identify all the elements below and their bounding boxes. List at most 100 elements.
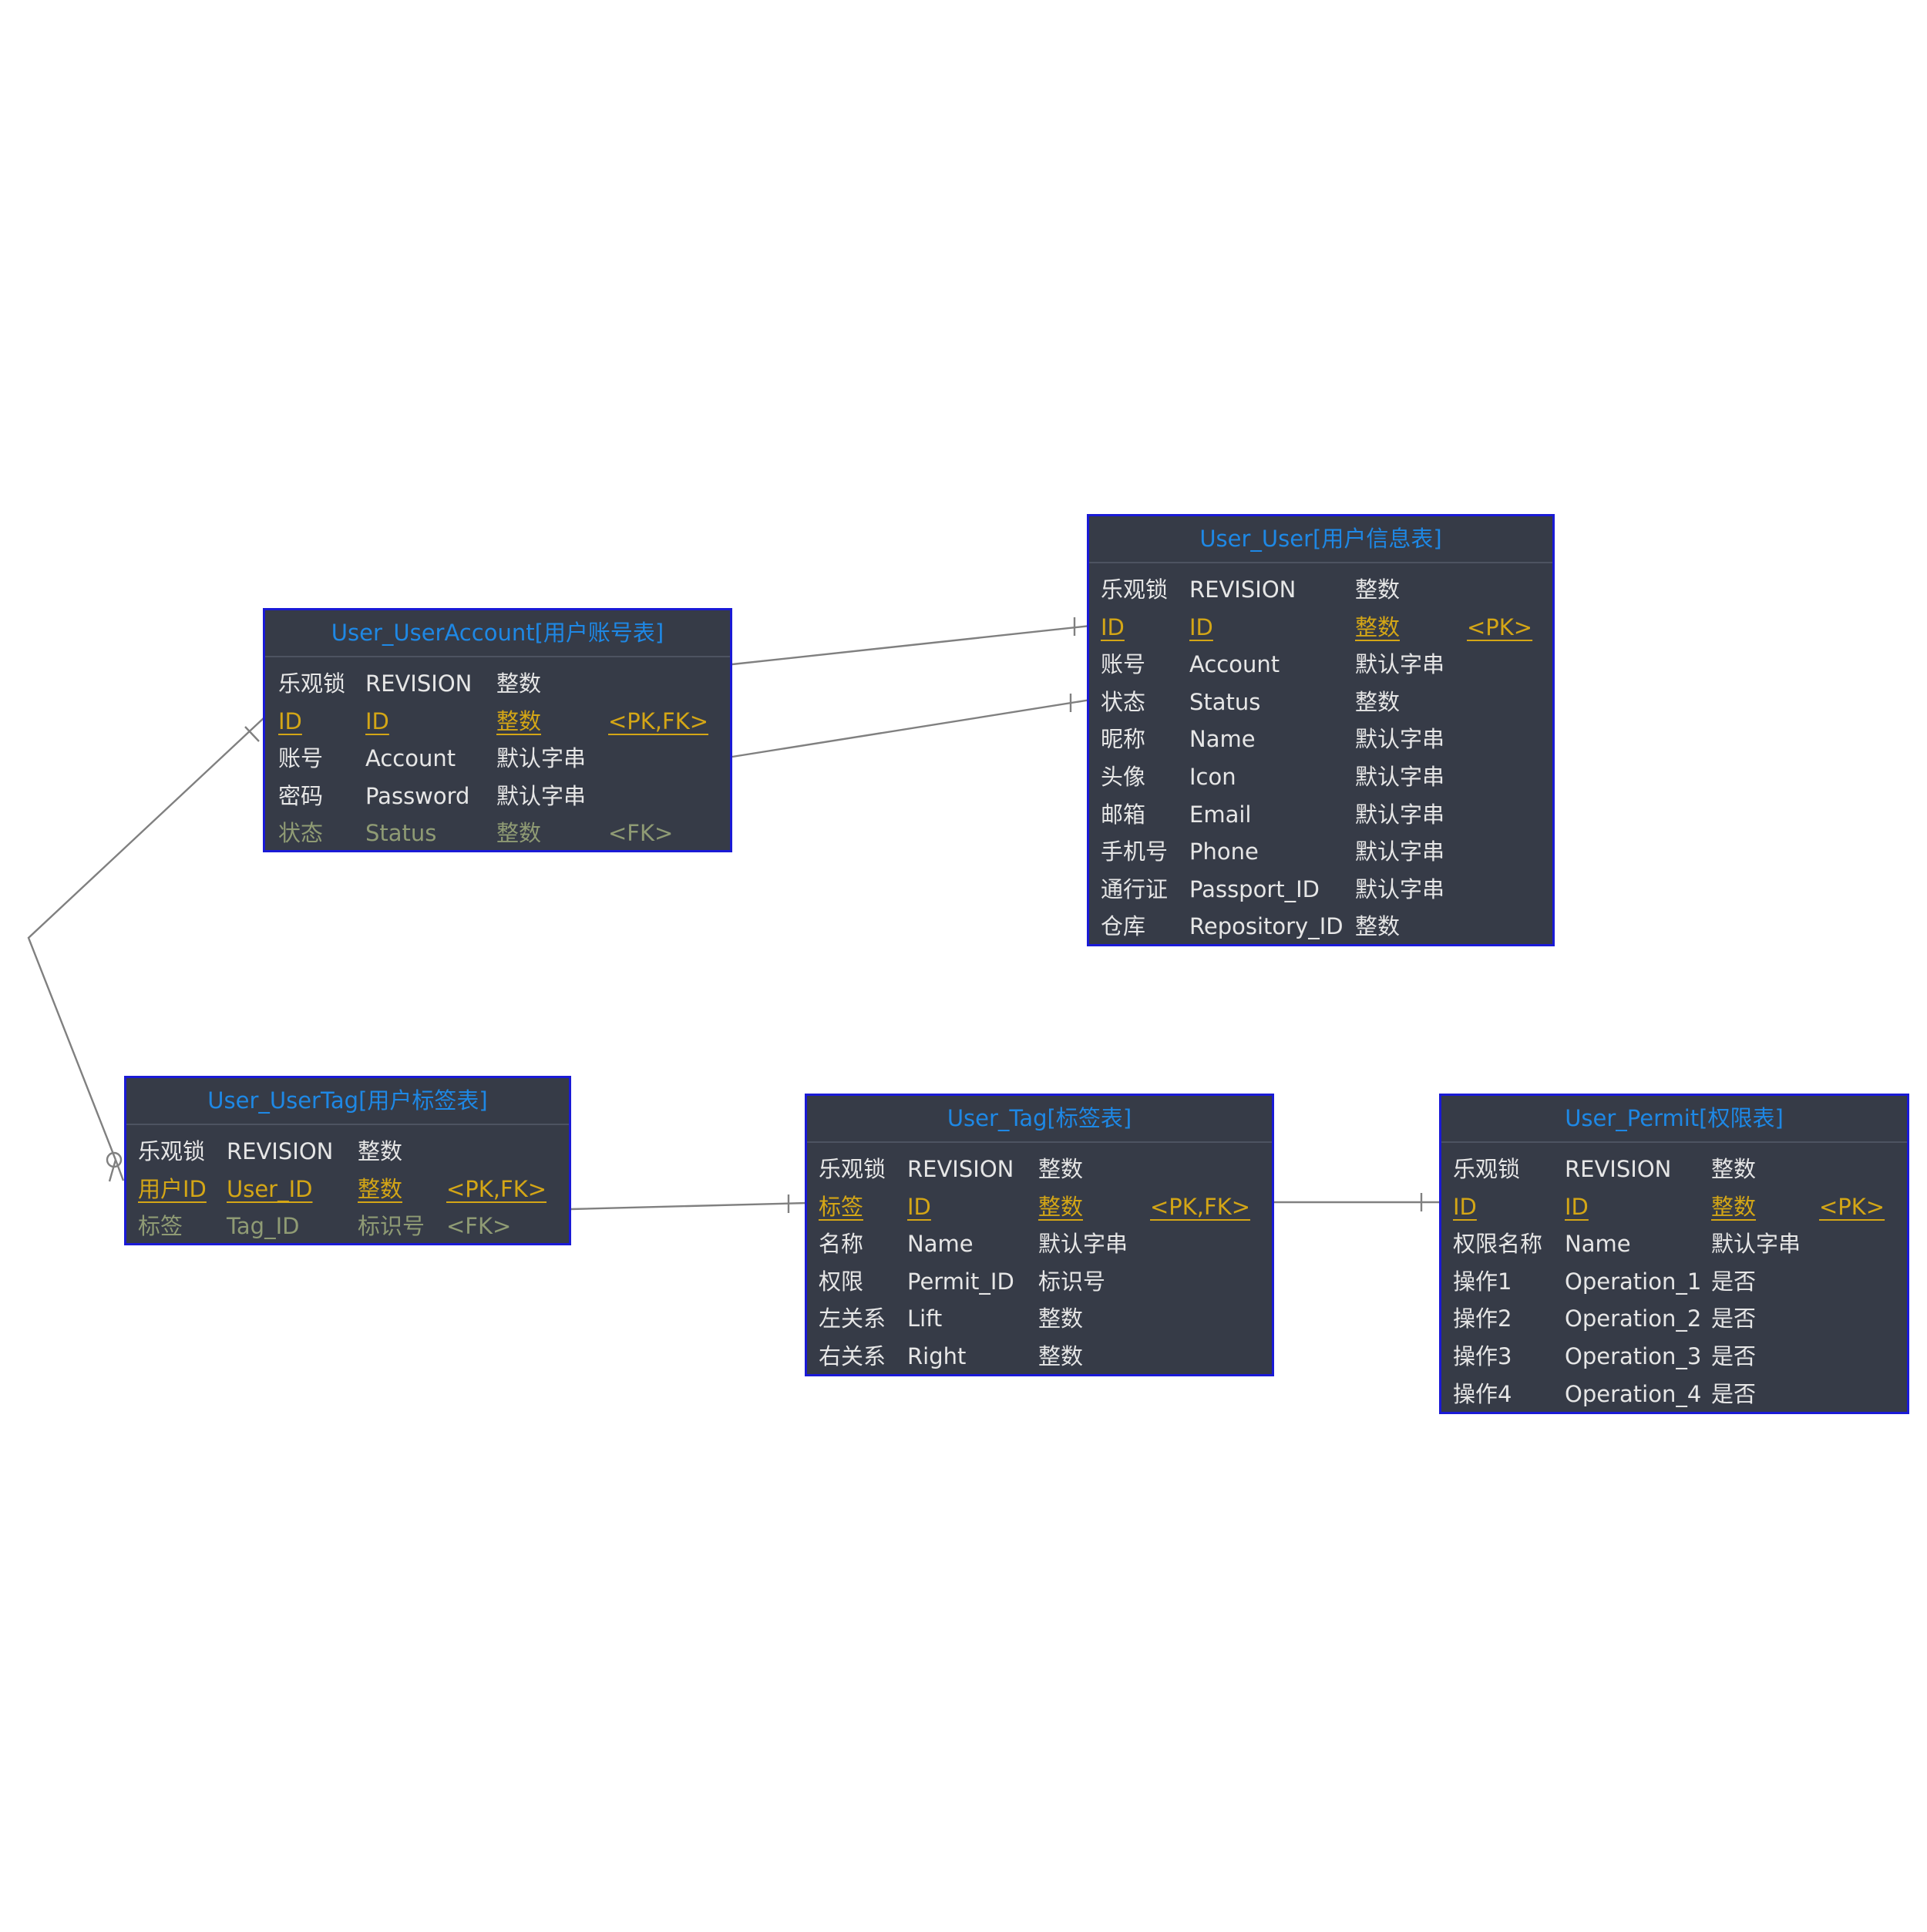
column-data-type: 整数 [1355,613,1401,640]
entity-title: User_UserTag[用户标签表] [126,1078,569,1125]
column-data-type: 整数 [1711,1156,1757,1182]
column-field-name: ID [1189,613,1213,640]
column-label: 乐观锁 [1453,1156,1521,1182]
column-data-type: 整数 [1038,1305,1084,1332]
column-label: 状态 [1101,688,1146,715]
column-label: 乐观锁 [138,1138,206,1164]
column-data-type: 整数 [1711,1193,1757,1220]
column-data-type: 整数 [496,670,542,697]
primary-key-row: ID ID 整数 <PK> [1441,1188,1907,1226]
column-label: 状态 [278,820,324,847]
column-field-name: ID [907,1193,931,1220]
entity-title: User_Permit[权限表] [1441,1096,1907,1143]
column-label: 右关系 [819,1342,886,1369]
column-field-name: Tag_ID [227,1213,300,1240]
column-data-type: 默认字串 [1355,726,1445,753]
column-key-marker: <PK> [1819,1193,1885,1220]
column-label: 权限 [819,1268,864,1295]
column-label: 通行证 [1101,875,1169,902]
column-field-name: Repository_ID [1189,913,1344,940]
column-data-type: 整数 [496,820,542,847]
connector-account-usertag [27,716,266,1182]
field-row: 乐观锁 REVISION 整数 [265,665,730,703]
column-label: 操作4 [1453,1380,1512,1407]
column-data-type: 整数 [1355,913,1401,940]
column-data-type: 默认字串 [496,745,587,772]
column-label: 乐观锁 [1101,576,1169,603]
column-data-type: 默认字串 [496,782,587,809]
column-field-name: Phone [1189,838,1259,865]
column-field-name: Passport_ID [1189,875,1320,902]
entity-title: User_UserAccount[用户账号表] [265,610,730,657]
column-data-type: 整数 [1355,688,1401,715]
column-data-type: 是否 [1711,1305,1757,1332]
column-data-type: 整数 [1038,1193,1084,1220]
column-data-type: 整数 [1355,576,1401,603]
column-label: 仓库 [1101,913,1146,940]
column-field-name: Icon [1189,763,1236,790]
column-field-name: Account [365,745,456,772]
column-data-type: 默认字串 [1711,1231,1801,1258]
column-data-type: 默认字串 [1355,875,1445,902]
column-field-name: ID [1565,1193,1589,1220]
column-field-name: Operation_4 [1565,1380,1702,1407]
column-data-type: 是否 [1711,1342,1757,1369]
column-data-type: 整数 [496,707,542,734]
column-label: 手机号 [1101,838,1169,865]
column-label: 乐观锁 [819,1156,886,1182]
entity-title: User_Tag[标签表] [807,1096,1272,1143]
column-key-marker: <FK> [446,1213,512,1240]
column-label: 邮箱 [1101,801,1146,828]
column-label: 权限名称 [1453,1231,1543,1258]
field-row: 权限 Permit_ID 标识号 [807,1263,1272,1301]
column-field-name: Operation_1 [1565,1268,1702,1295]
column-field-name: Name [1189,726,1256,753]
field-row: 仓库 Repository_ID 整数 [1089,908,1552,946]
column-key-marker: <PK,FK> [608,707,709,734]
column-label: 用户ID [138,1175,207,1202]
column-field-name: REVISION [1189,576,1296,603]
column-data-type: 默认字串 [1355,801,1445,828]
column-data-type: 默认字串 [1355,763,1445,790]
field-row: 乐观锁 REVISION 整数 [1089,571,1552,609]
column-label: 左关系 [819,1305,886,1332]
column-field-name: Operation_3 [1565,1342,1702,1369]
column-data-type: 默认字串 [1038,1231,1128,1258]
column-label: ID [1453,1193,1477,1220]
field-row: 左关系 Lift 整数 [807,1300,1272,1338]
column-data-type: 标识号 [1038,1268,1106,1295]
column-data-type: 是否 [1711,1380,1757,1407]
column-field-name: REVISION [365,670,473,697]
column-label: 名称 [819,1231,864,1258]
column-field-name: Account [1189,651,1280,678]
column-key-marker: <FK> [608,820,674,847]
column-label: 乐观锁 [278,670,346,697]
column-field-name: Name [1565,1231,1631,1258]
field-row: 操作4 Operation_4 是否 [1441,1376,1907,1413]
column-field-name: User_ID [227,1175,313,1202]
column-data-type: 默认字串 [1355,838,1445,865]
connector-tag-permit [1274,1193,1441,1211]
column-key-marker: <PK,FK> [1150,1193,1251,1220]
column-label: 标签 [138,1213,183,1240]
column-field-name: Lift [907,1305,943,1332]
column-label: 操作2 [1453,1305,1512,1332]
column-field-name: Name [907,1231,974,1258]
column-field-name: Permit_ID [907,1268,1014,1295]
